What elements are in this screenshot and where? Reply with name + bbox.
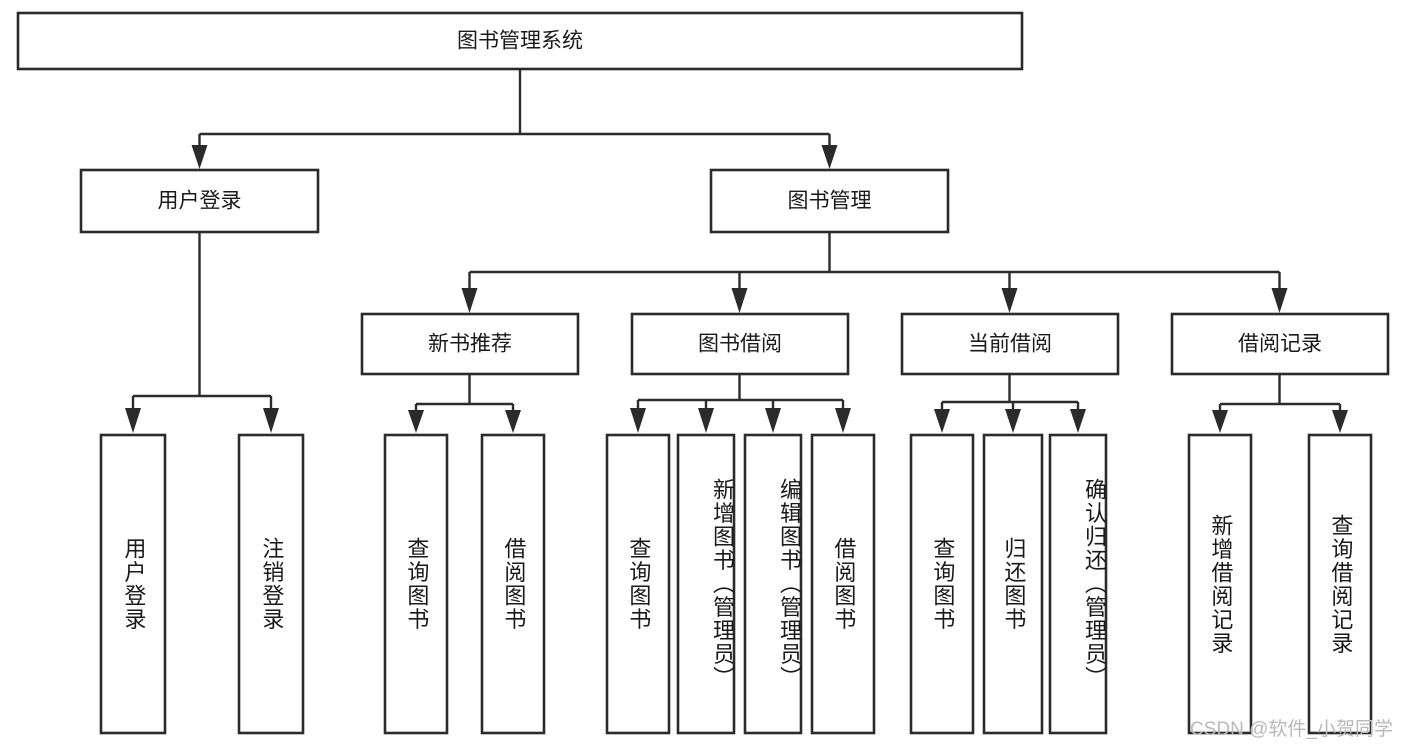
node-leaf-borrow-book[interactable]: [810, 433, 876, 735]
node-leaf-edit-book-label: 编辑图书（管理员）: [777, 478, 802, 690]
node-leaf-user-login[interactable]: [99, 433, 167, 735]
node-book-manage-label: 图书管理: [788, 190, 872, 213]
node-leaf-add-record-label: 新增借阅记录: [1208, 513, 1234, 655]
arrow-head-leaf-query-book-rec: [408, 410, 424, 433]
node-book-borrow-label: 图书借阅: [698, 333, 782, 356]
arrow-head-leaf-confirm-return: [1070, 409, 1086, 433]
node-book-manage[interactable]: [709, 168, 950, 234]
node-leaf-query-book-borrow-label: 查询图书: [626, 537, 652, 631]
node-leaf-add-book-label: 新增图书（管理员）: [710, 478, 735, 690]
node-current-borrow[interactable]: [900, 312, 1120, 376]
watermark: CSDN @软件_小贺同学: [1190, 719, 1393, 740]
node-leaf-query-book-current[interactable]: [909, 433, 975, 735]
arrow-head-leaf-return-book: [1005, 409, 1021, 433]
node-current-borrow-label: 当前借阅: [968, 333, 1052, 356]
connector-layer: [125, 69, 1348, 433]
arrow-head-new-book-rec: [461, 288, 478, 313]
arrow-head-book-borrow: [731, 288, 748, 313]
arrow-head-leaf-add-record: [1212, 410, 1228, 433]
node-leaf-return-book[interactable]: [982, 433, 1044, 735]
node-leaf-return-book-label: 归还图书: [1001, 537, 1027, 631]
node-layer: 图书管理系统 用户登录 图书管理 新书推荐 图书借阅 当前借阅 借阅记录: [16, 11, 1390, 735]
node-leaf-add-book[interactable]: [676, 433, 736, 735]
arrow-head-leaf-query-book-current: [934, 409, 950, 433]
node-book-borrow[interactable]: [630, 312, 850, 376]
node-leaf-query-book-rec-label: 查询图书: [404, 537, 430, 631]
node-root-label: 图书管理系统: [457, 30, 583, 53]
node-borrow-record-label: 借阅记录: [1238, 333, 1322, 356]
node-leaf-logout-label: 注销登录: [259, 537, 285, 631]
arrow-head-leaf-borrow-book-rec: [505, 410, 521, 433]
node-root[interactable]: [16, 11, 1024, 71]
node-leaf-query-book-borrow[interactable]: [605, 433, 671, 735]
node-leaf-edit-book[interactable]: [743, 433, 803, 735]
arrow-head-leaf-add-book: [698, 408, 714, 433]
node-new-book-rec[interactable]: [360, 312, 580, 376]
node-leaf-confirm-return-label: 确认归还（管理员）: [1082, 478, 1107, 690]
node-leaf-confirm-return[interactable]: [1048, 433, 1108, 735]
node-leaf-logout[interactable]: [237, 433, 305, 735]
node-user-login[interactable]: [79, 168, 320, 234]
arrow-head-borrow-record: [1271, 288, 1288, 313]
arrow-head-leaf-user-login: [125, 408, 141, 433]
arrow-head-user-login: [191, 145, 208, 169]
arrow-head-leaf-edit-book: [765, 408, 781, 433]
node-user-login-label: 用户登录: [158, 190, 242, 213]
node-leaf-query-book-rec[interactable]: [383, 433, 449, 735]
node-leaf-borrow-book-label: 借阅图书: [831, 537, 857, 631]
node-new-book-rec-label: 新书推荐: [428, 333, 512, 356]
arrow-head-leaf-logout: [263, 408, 279, 433]
node-leaf-query-book-current-label: 查询图书: [930, 537, 956, 631]
arrow-head-leaf-query-book-borrow: [630, 408, 646, 433]
arrow-head-leaf-query-record: [1332, 410, 1348, 433]
arrow-head-book-manage: [821, 145, 838, 169]
node-borrow-record[interactable]: [1170, 312, 1390, 376]
arrow-head-current-borrow: [1001, 288, 1018, 313]
arrow-head-leaf-borrow-book: [835, 408, 851, 433]
node-leaf-query-record[interactable]: [1307, 433, 1373, 735]
node-leaf-user-login-label: 用户登录: [121, 537, 147, 631]
node-leaf-borrow-book-rec-label: 借阅图书: [501, 537, 527, 631]
node-leaf-query-record-label: 查询借阅记录: [1328, 513, 1354, 655]
node-leaf-add-record[interactable]: [1187, 433, 1253, 735]
node-leaf-borrow-book-rec[interactable]: [480, 433, 546, 735]
